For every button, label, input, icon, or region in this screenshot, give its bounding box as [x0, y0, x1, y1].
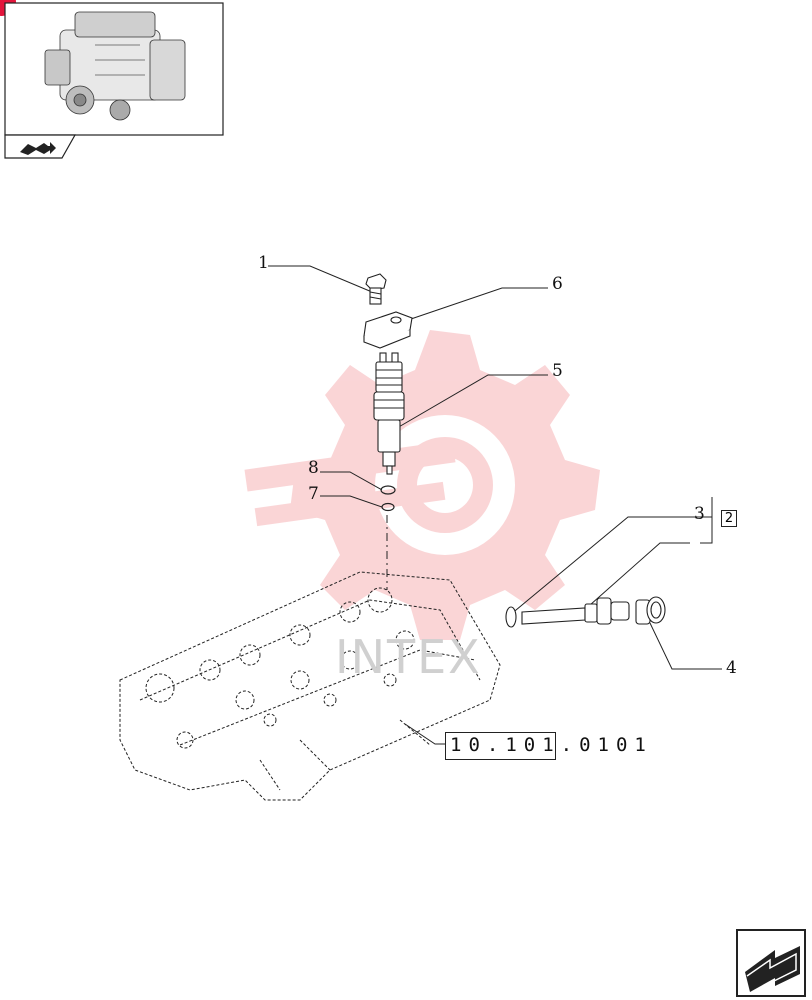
o-ring-7 — [381, 502, 395, 512]
reference-link-box[interactable] — [445, 732, 556, 760]
engine-thumbnail[interactable] — [4, 2, 224, 136]
cylinder-head — [119, 571, 501, 801]
callout-7: 7 — [308, 484, 319, 504]
bolt-part — [365, 273, 387, 305]
callout-3: 3 — [694, 504, 705, 524]
callout-8: 8 — [308, 458, 319, 478]
connector-pipe-part — [505, 597, 630, 628]
injector-part — [373, 352, 405, 475]
book-arrow-nav[interactable] — [4, 134, 77, 159]
clamp-part — [363, 311, 413, 349]
callout-5: 5 — [552, 361, 563, 381]
leader-lines — [268, 265, 722, 745]
callout-1: 1 — [258, 253, 269, 273]
next-page-arrow-icon[interactable] — [736, 929, 806, 997]
book-arrow-icon — [20, 142, 56, 155]
o-ring-8 — [380, 485, 396, 495]
nut-part — [635, 596, 666, 625]
callout-6: 6 — [552, 274, 563, 294]
watermark-gear — [244, 330, 600, 640]
reference-code[interactable]: 10.101.0101 — [450, 734, 653, 756]
callout-4: 4 — [726, 658, 737, 678]
group-box-2: 2 — [721, 510, 737, 527]
watermark-text: INTEX — [335, 630, 482, 684]
